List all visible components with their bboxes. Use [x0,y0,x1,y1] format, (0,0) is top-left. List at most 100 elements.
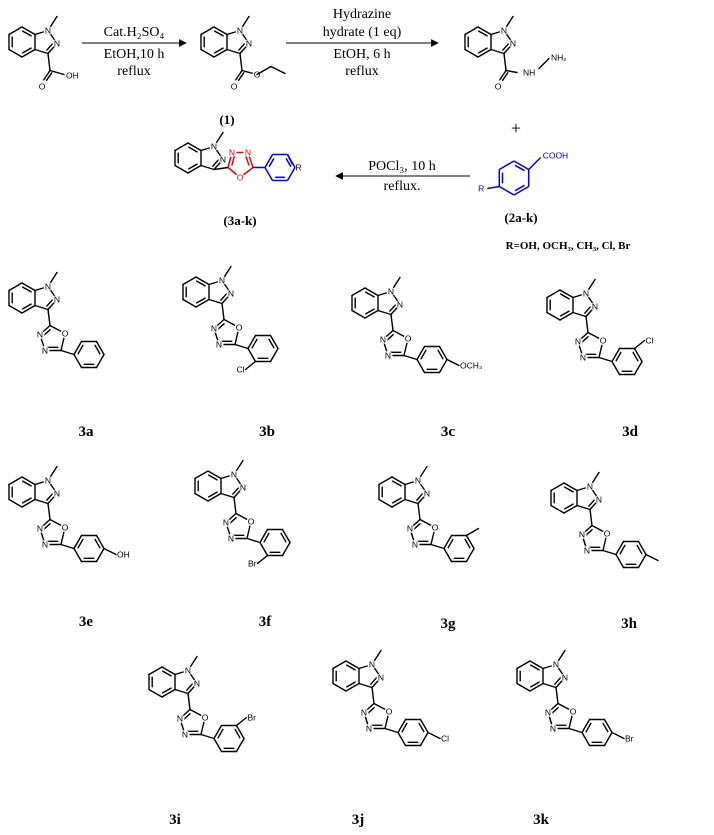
bond [633,360,643,376]
bond [194,492,209,502]
label-mask [238,483,248,492]
bond [285,158,292,168]
atom-label: N [216,340,222,350]
bond [234,343,249,350]
step1-solvent: EtOH,10 h [104,47,165,62]
bond [195,276,210,286]
bond [392,480,402,487]
bond [427,731,441,740]
label-mask [43,476,53,485]
bond [195,297,206,304]
bond [563,504,578,514]
atom-label: O [236,323,243,333]
bond [264,167,274,181]
bond [182,713,191,721]
compound-label-3g: 3g [441,616,457,632]
label-mask [413,476,423,485]
label-mask [508,39,518,48]
label-mask [493,80,503,89]
bond [47,52,51,72]
atom-label: OCH₃ [460,361,482,371]
bond [560,310,570,317]
bond [194,470,209,480]
atom-label: N [407,524,413,534]
bond [233,496,237,515]
bond [60,543,75,550]
bond [615,351,622,362]
label-mask [217,276,227,285]
bond [554,677,562,685]
label-mask [376,673,386,682]
bond [237,71,245,82]
bond [465,534,475,550]
bond [528,156,542,171]
bond [270,65,286,75]
bond [589,508,593,527]
label-mask [384,707,394,716]
bond [73,534,83,550]
atom-label: N [45,282,51,292]
bond [550,504,565,514]
bond [443,547,453,563]
label-mask [598,336,608,345]
bond [465,527,480,537]
bond [576,504,591,511]
bond [403,354,418,361]
bond [286,154,294,165]
bond [187,146,198,153]
bond [34,48,49,55]
atom-label: N [580,353,586,363]
bond [46,493,54,501]
atom-label: N [177,714,183,724]
bond [598,356,613,363]
compound-label-3b: 3b [259,424,275,440]
atom-label: O [495,82,502,92]
bond [200,26,215,36]
bond [611,360,621,376]
bond [213,737,223,753]
label-mask [183,666,193,675]
bond [239,52,243,72]
bond [438,345,448,361]
atom-label: N [385,351,391,361]
bond [370,677,378,685]
compound-label-3d: 3d [622,424,639,440]
label-mask [229,80,239,89]
bond [8,476,23,486]
label-mask [602,529,612,538]
bond [637,553,647,569]
bond [174,688,189,695]
bond [602,549,617,556]
atom-label: O [604,529,611,539]
bond [73,547,83,563]
atom-label: N [37,524,43,534]
label-mask [218,155,228,164]
bond [46,299,54,307]
bond [195,280,206,287]
bond [615,540,625,556]
bond [186,683,194,691]
atom-label: N [575,337,581,347]
bond [200,733,215,740]
label-mask [221,518,231,527]
atom-label: N [550,724,556,734]
bond [207,474,218,481]
bond [477,26,492,36]
atom-label: Cl [441,734,449,744]
atom-label: N [397,300,403,310]
atom-label: N [579,530,585,540]
atom-label: Br [625,734,634,744]
bond [256,65,272,76]
bond [187,164,202,174]
label-mask [40,540,50,549]
atom-label: N [380,335,386,345]
bond [430,543,445,550]
atom-label: N [223,518,229,528]
bond [187,163,198,170]
bond [487,185,500,190]
bond [632,351,639,362]
